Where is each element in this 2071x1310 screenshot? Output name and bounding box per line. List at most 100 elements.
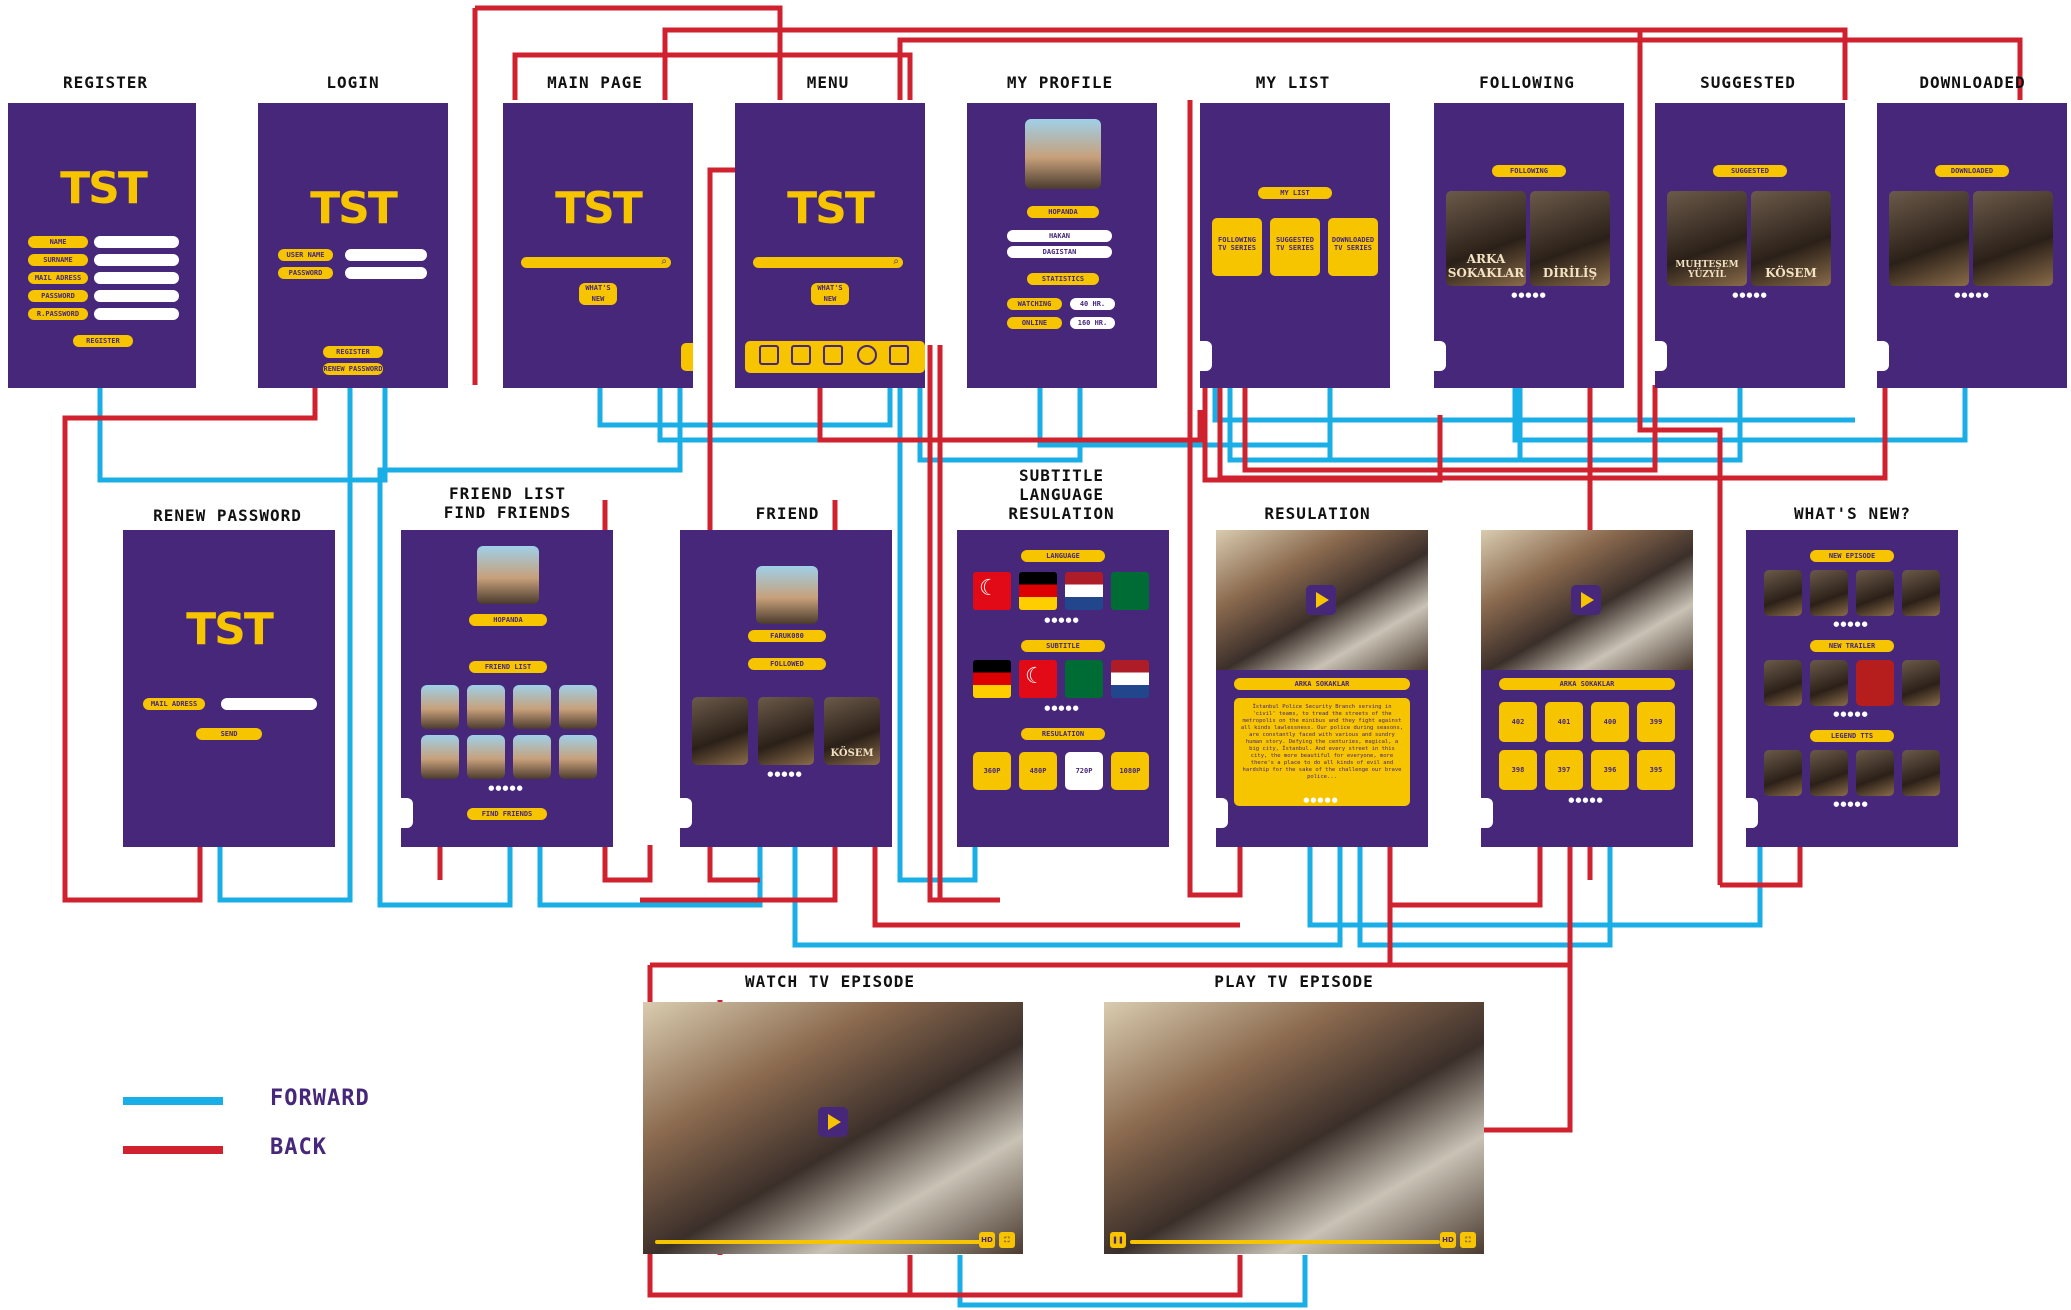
legend-poster[interactable] [1810,750,1848,796]
friend-avatar[interactable] [467,685,505,729]
resolution-360[interactable]: 360P [973,752,1011,790]
friends-icon[interactable] [823,345,843,365]
surname-input[interactable] [94,254,179,266]
poster-1[interactable]: MUHTEŞEM YÜZYIL [1667,191,1747,286]
search-input[interactable]: ⌕ [753,256,903,268]
settings-icon[interactable] [857,345,877,365]
list-icon[interactable] [791,345,811,365]
flag-turkey[interactable]: ☾ [973,572,1011,610]
back-notch[interactable] [1481,798,1493,828]
register-button[interactable]: REGISTER [73,335,133,347]
whats-new-button[interactable]: WHAT'S NEW [811,283,849,305]
back-notch[interactable] [680,798,692,828]
legend-poster[interactable] [1902,750,1940,796]
trailer-poster[interactable] [1810,660,1848,706]
friend-avatar[interactable] [421,685,459,729]
register-button[interactable]: REGISTER [323,346,383,358]
resolution-720[interactable]: 720P [1065,752,1103,790]
episode-400[interactable]: 400 [1591,702,1629,742]
episode-397[interactable]: 397 [1545,750,1583,790]
trailer-poster[interactable] [1902,660,1940,706]
page-dots[interactable]: ●●●●● [767,770,803,778]
episode-402[interactable]: 402 [1499,702,1537,742]
mail-input[interactable] [94,272,179,284]
suggested-series-button[interactable]: SUGGESTED TV SERIES [1270,218,1320,276]
episode-401[interactable]: 401 [1545,702,1583,742]
friend-avatar[interactable] [467,735,505,779]
play-icon[interactable] [1571,585,1601,615]
poster-2[interactable]: KÖSEM [1751,191,1831,286]
flag-netherlands[interactable] [1111,660,1149,698]
page-dots[interactable]: ●●●●● [1511,291,1547,299]
episode-poster[interactable] [1810,570,1848,616]
page-dots[interactable]: ●●●●● [1303,796,1339,804]
following-series-button[interactable]: FOLLOWING TV SERIES [1212,218,1262,276]
username-input[interactable] [345,249,427,261]
episode-398[interactable]: 398 [1499,750,1537,790]
legend-poster[interactable] [1764,750,1802,796]
password-input[interactable] [94,290,179,302]
flag-netherlands[interactable] [1065,572,1103,610]
flag-saudi-arabia[interactable] [1065,660,1103,698]
flag-turkey[interactable]: ☾ [1019,660,1057,698]
episode-396[interactable]: 396 [1591,750,1629,790]
page-dots[interactable]: ●●●●● [1833,800,1869,808]
resolution-480[interactable]: 480P [1019,752,1057,790]
whats-new-button[interactable]: WHAT'S NEW [579,283,617,305]
flag-saudi-arabia[interactable] [1111,572,1149,610]
repeat-password-input[interactable] [94,308,179,320]
progress-bar[interactable] [655,1240,985,1244]
poster-2[interactable]: DİRİLİŞ [1530,191,1610,286]
poster-2[interactable] [758,697,814,765]
back-notch[interactable] [401,798,413,828]
mail-input[interactable] [221,698,317,710]
pause-icon[interactable]: ❚❚ [1110,1232,1126,1248]
friend-avatar[interactable] [421,735,459,779]
episode-poster[interactable] [1856,570,1894,616]
flag-germany[interactable] [973,660,1011,698]
password-input[interactable] [345,267,427,279]
play-icon[interactable] [1306,585,1336,615]
send-button[interactable]: SEND [196,728,262,740]
page-dots[interactable]: ●●●●● [1044,616,1080,624]
page-dots[interactable]: ●●●●● [1044,704,1080,712]
friend-avatar[interactable] [513,685,551,729]
episode-poster[interactable] [1764,570,1802,616]
poster-2[interactable] [1973,191,2053,286]
hd-button[interactable]: HD [979,1232,995,1248]
fullscreen-icon[interactable]: ⛶ [1460,1232,1476,1248]
friend-avatar[interactable] [513,735,551,779]
flag-germany[interactable] [1019,572,1057,610]
renew-password-button[interactable]: RENEW PASSWORD [323,363,383,375]
back-notch[interactable] [1655,341,1667,371]
episode-poster[interactable] [1902,570,1940,616]
page-dots[interactable]: ●●●●● [1568,796,1604,804]
page-dots[interactable]: ●●●●● [1732,291,1768,299]
poster-1[interactable] [1889,191,1969,286]
back-notch[interactable] [1216,798,1228,828]
page-dots[interactable]: ●●●●● [1833,710,1869,718]
hd-button[interactable]: HD [1440,1232,1456,1248]
menu-tab[interactable] [681,343,693,371]
trailer-poster[interactable] [1764,660,1802,706]
legend-poster[interactable] [1856,750,1894,796]
back-notch[interactable] [1434,341,1446,371]
profile-icon[interactable] [759,345,779,365]
progress-bar[interactable] [1130,1240,1440,1244]
fullscreen-icon[interactable]: ⛶ [999,1232,1015,1248]
back-notch[interactable] [1877,341,1889,371]
poster-1[interactable]: ARKA SOKAKLAR [1446,191,1526,286]
trailer-poster[interactable] [1856,660,1894,706]
find-friends-input[interactable]: FIND FRIENDS [467,808,547,820]
resolution-1080[interactable]: 1080P [1111,752,1149,790]
page-dots[interactable]: ●●●●● [1833,620,1869,628]
back-notch[interactable] [1200,341,1212,371]
poster-3[interactable]: KÖSEM [824,697,880,765]
friend-avatar[interactable] [559,685,597,729]
page-dots[interactable]: ●●●●● [1954,291,1990,299]
exit-icon[interactable] [889,345,909,365]
episode-395[interactable]: 395 [1637,750,1675,790]
back-notch[interactable] [1746,798,1758,828]
episode-399[interactable]: 399 [1637,702,1675,742]
friend-avatar[interactable] [559,735,597,779]
